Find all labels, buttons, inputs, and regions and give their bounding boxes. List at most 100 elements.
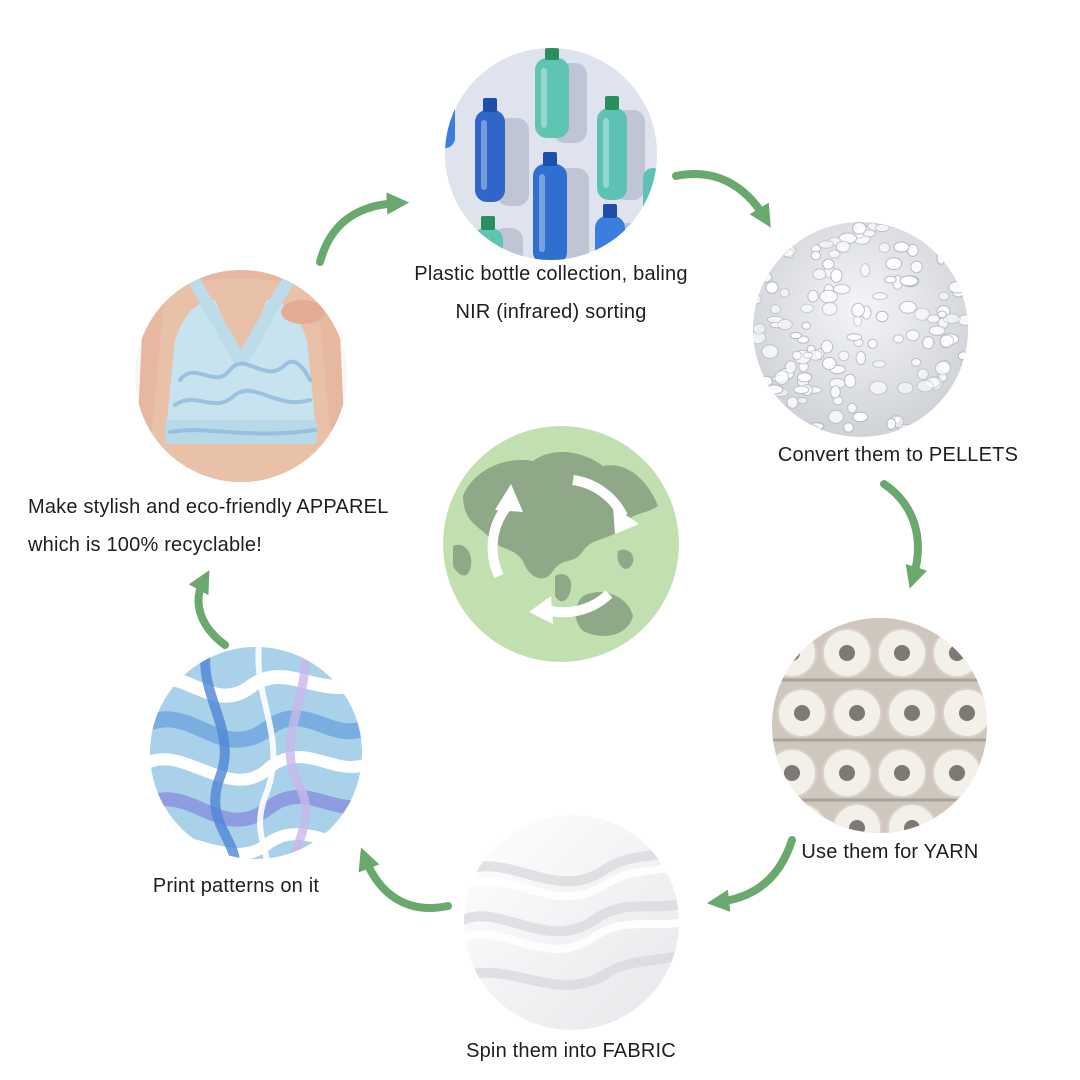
pellet [818, 240, 834, 249]
yarn-spool [877, 628, 927, 678]
pellet [884, 275, 897, 284]
pellet [774, 370, 790, 386]
step-text-line: which is 100% recyclable! [28, 534, 262, 556]
pellet [796, 372, 813, 383]
pellet [779, 288, 790, 298]
pellet [941, 241, 958, 254]
arrow-yarn-to-fabric [706, 836, 796, 912]
pellet [768, 244, 778, 258]
pellet [899, 300, 917, 314]
pellet [878, 242, 891, 254]
pellet [828, 249, 841, 259]
pellet [860, 263, 871, 278]
pellet [822, 258, 835, 270]
pellet [833, 283, 851, 295]
arrow-print-to-apparel [188, 570, 229, 649]
pellet [771, 222, 789, 229]
pellet [869, 380, 888, 395]
yarn-spool [942, 803, 987, 833]
pellet [852, 411, 869, 423]
step-label-fabric: Spin them into FABRIC [445, 1032, 697, 1070]
pellet [874, 223, 890, 233]
pellet [958, 222, 968, 230]
pellet [852, 222, 867, 235]
marble-pattern-image [150, 647, 362, 859]
arrow-pellets-to-yarn [880, 480, 928, 589]
pellet [936, 251, 946, 265]
pellet [910, 260, 923, 274]
pellet [886, 417, 897, 430]
step-label-pellets: Convert them to PELLETS [760, 436, 1036, 474]
yarn-spool [822, 748, 872, 798]
pellet [928, 325, 946, 336]
pellet [914, 307, 930, 321]
pellet [911, 358, 922, 367]
pellet [786, 396, 799, 409]
pellet [793, 385, 810, 394]
pellet [777, 318, 793, 331]
sports-bra-image [135, 270, 347, 482]
pellet [761, 344, 779, 359]
pellet [917, 368, 929, 380]
pellet [943, 313, 961, 324]
yarn-spool [887, 688, 937, 738]
yarn-spool [877, 748, 927, 798]
recycle-globe-icon [443, 426, 679, 662]
plastic-pellets-image [753, 222, 968, 437]
pellet [957, 351, 968, 361]
pellet [963, 222, 968, 230]
arrow-fabric-to-print [358, 847, 452, 912]
pellet [804, 424, 819, 433]
pellet [807, 222, 821, 229]
step-label-yarn: Use them for YARN [795, 833, 985, 871]
step-label-apparel: Make stylish and eco-friendly APPAREL wh… [28, 488, 428, 564]
pellet [780, 237, 796, 248]
pellet [765, 226, 779, 239]
step-label-print: Print patterns on it [140, 867, 332, 905]
pellet [780, 222, 796, 226]
pellet [821, 357, 837, 370]
yarn-spool [932, 628, 982, 678]
pellet [838, 350, 850, 362]
pellet [916, 379, 934, 393]
pellet [810, 250, 821, 261]
pellet [797, 397, 808, 405]
pellet [867, 338, 878, 350]
pellet [944, 222, 962, 237]
pellet [765, 281, 779, 294]
pellet [801, 321, 812, 330]
yarn-spools-image [772, 618, 987, 833]
pellet [872, 360, 887, 369]
pellet [753, 244, 763, 256]
step-text-line: Make stylish and eco-friendly APPAREL [28, 496, 389, 518]
pellet [934, 360, 952, 376]
pellet [784, 360, 797, 374]
pellet [945, 252, 957, 264]
pellet [899, 275, 919, 287]
pellet [899, 222, 911, 229]
pellet [843, 373, 857, 389]
pellet [937, 310, 947, 319]
pellet [758, 271, 773, 283]
pellet [892, 334, 905, 344]
arrow-bottles-to-pellets [672, 170, 771, 228]
pellet [778, 244, 797, 257]
pellet [885, 257, 903, 271]
pellet [954, 222, 968, 230]
pellet [922, 336, 935, 350]
yarn-spool [942, 688, 987, 738]
pellet [939, 334, 954, 348]
pellet [843, 422, 854, 433]
step-label-bottles: Plastic bottle collection, baling NIR (i… [400, 255, 702, 331]
pellet [948, 281, 967, 294]
pellet [807, 289, 819, 303]
pellet [889, 222, 899, 228]
step-text-line: Print patterns on it [152, 875, 320, 897]
pellet [821, 301, 838, 316]
pellet [753, 294, 762, 305]
pellet [949, 237, 963, 246]
step-text-line: Plastic bottle collection, baling [414, 263, 688, 285]
pellet [855, 350, 867, 366]
pellet [791, 350, 802, 361]
